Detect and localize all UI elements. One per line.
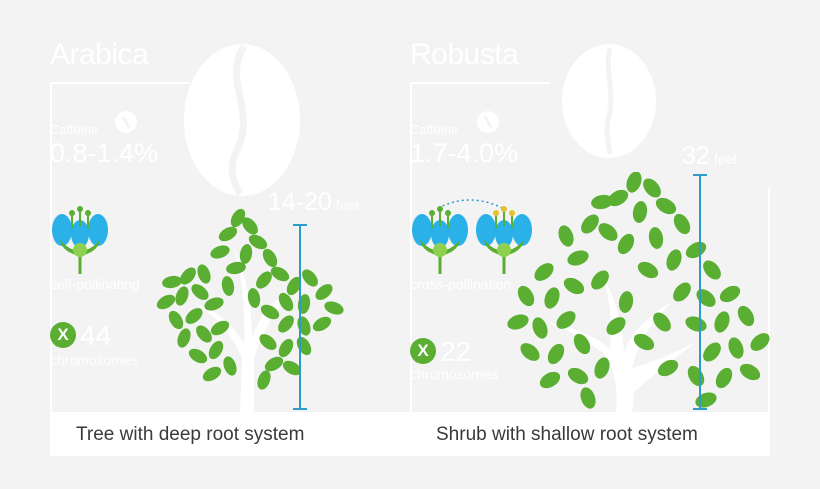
chromosomes-label: chromosomes bbox=[50, 352, 138, 368]
height-scale bbox=[693, 174, 707, 410]
tree-icon bbox=[156, 208, 344, 414]
chromosome-icon: X bbox=[50, 322, 76, 348]
arabica-panel: Arabica Caffeine 0.8-1.4% self-pollinati… bbox=[50, 38, 410, 458]
pollination-label: cross-pollination bbox=[410, 276, 512, 292]
small-bean-icon bbox=[477, 111, 499, 133]
flower-icon bbox=[412, 199, 532, 274]
plant-caption: Tree with deep root system bbox=[50, 414, 410, 456]
small-bean-icon bbox=[115, 111, 137, 133]
height-value: 14-20 bbox=[268, 188, 332, 216]
frame-bottom-line bbox=[410, 412, 770, 414]
height-unit: feet bbox=[335, 197, 360, 213]
frame-top-line bbox=[410, 82, 550, 84]
height-value: 32 bbox=[682, 142, 710, 170]
pollination-label: self-pollinating bbox=[50, 276, 140, 292]
frame-right-line bbox=[768, 188, 770, 414]
caffeine-value: 1.7-4.0% bbox=[410, 138, 519, 168]
frame-top-line bbox=[50, 82, 190, 84]
robusta-panel: Robusta Caffeine 1.7-4.0% bbox=[410, 38, 770, 458]
chromosome-count: 22 bbox=[440, 336, 472, 367]
species-title: Robusta bbox=[410, 38, 519, 71]
height-unit: feet bbox=[713, 151, 738, 167]
frame-bottom-line bbox=[50, 412, 410, 414]
frame-left-line bbox=[50, 82, 52, 414]
chromosome-icon: X bbox=[410, 338, 436, 364]
caffeine-label: Caffeine bbox=[50, 122, 99, 137]
caffeine-label: Caffeine bbox=[410, 122, 459, 137]
frame-left-line bbox=[410, 82, 412, 414]
plant-caption: Shrub with shallow root system bbox=[410, 414, 770, 456]
shrub-icon bbox=[507, 172, 770, 414]
height-scale bbox=[293, 224, 307, 410]
flower-icon bbox=[52, 206, 108, 274]
coffee-bean-icon bbox=[562, 44, 656, 158]
caffeine-value: 0.8-1.4% bbox=[50, 138, 159, 168]
chromosomes-label: chromosomes bbox=[410, 366, 498, 382]
coffee-bean-icon bbox=[184, 44, 300, 196]
chromosome-count: 44 bbox=[80, 320, 112, 351]
species-title: Arabica bbox=[50, 38, 149, 71]
